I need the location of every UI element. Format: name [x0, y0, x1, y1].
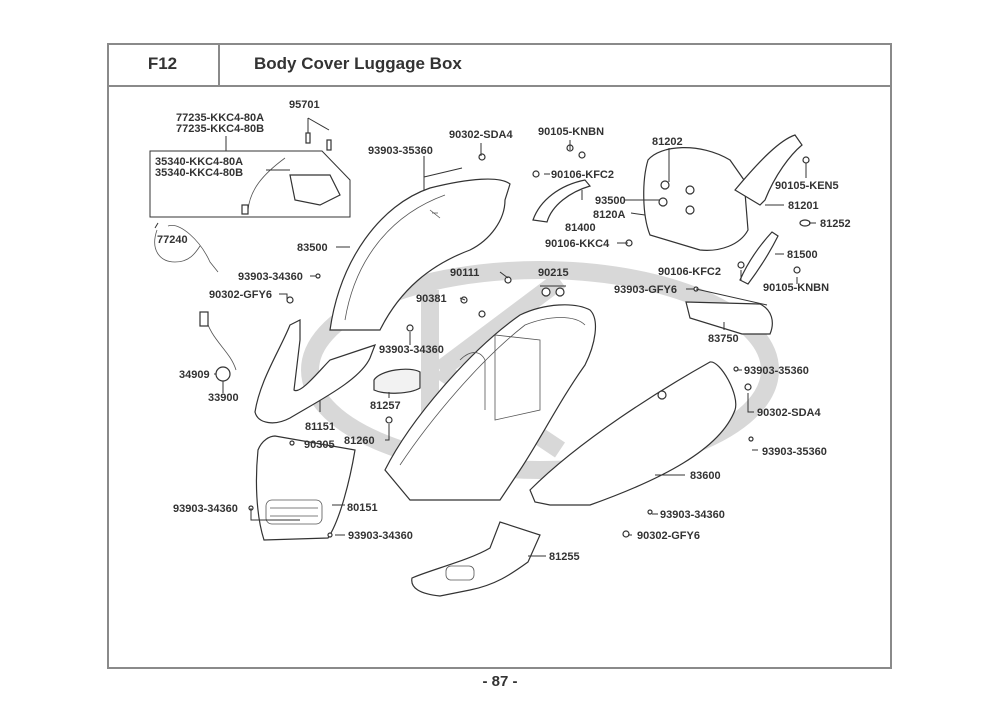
leader-lines: [214, 140, 816, 557]
left-body-cover-83600[interactable]: [529, 361, 737, 506]
label-95701[interactable]: 95701: [289, 99, 320, 111]
title-row: F12 Body Cover Luggage Box: [107, 43, 892, 87]
page-number: - 87 -: [482, 673, 518, 690]
page-title: Body Cover Luggage Box: [254, 54, 462, 73]
label-90305[interactable]: 90305: [304, 439, 335, 451]
bolt-95701[interactable]: [305, 117, 332, 151]
label-81202[interactable]: 81202: [652, 136, 683, 148]
diagram-frame: [107, 43, 892, 669]
label-90106-kfc2-a[interactable]: 90106-KFC2: [551, 169, 614, 181]
center-cover-81151[interactable]: [254, 319, 377, 424]
label-93903-34360-b[interactable]: 93903-34360: [379, 344, 444, 356]
rear-carrier-8120a[interactable]: [643, 147, 749, 251]
label-93903-34360-c[interactable]: 93903-34360: [173, 503, 238, 515]
label-93903-35360-c[interactable]: 93903-35360: [762, 446, 827, 458]
label-80151[interactable]: 80151: [347, 502, 378, 514]
label-77235-80a[interactable]: 77235-KKC4-80A: [176, 112, 264, 124]
label-81257[interactable]: 81257: [370, 400, 401, 412]
section-code: F12: [107, 43, 220, 85]
label-93500[interactable]: 93500: [595, 195, 626, 207]
label-90105-ken5[interactable]: 90105-KEN5: [775, 180, 839, 192]
label-93903-35360-b[interactable]: 93903-35360: [744, 365, 809, 377]
side-molding-83750[interactable]: [685, 301, 773, 335]
grab-rail-81500[interactable]: [739, 231, 779, 285]
label-34909[interactable]: 34909: [179, 369, 210, 381]
label-35340-80a[interactable]: 35340-KKC4-80A: [155, 156, 243, 168]
label-81500[interactable]: 81500: [787, 249, 818, 261]
label-8120a[interactable]: 8120A: [593, 209, 625, 221]
label-81400[interactable]: 81400: [565, 222, 596, 234]
label-83600[interactable]: 83600: [690, 470, 721, 482]
label-93903-34360-a[interactable]: 93903-34360: [238, 271, 303, 283]
label-83500[interactable]: 83500: [297, 242, 328, 254]
label-90106-kkc4[interactable]: 90106-KKC4: [545, 238, 610, 250]
grab-rail-81400[interactable]: [532, 179, 592, 223]
label-81260[interactable]: 81260: [344, 435, 375, 447]
label-90381[interactable]: 90381: [416, 293, 447, 305]
label-81151[interactable]: 81151: [305, 421, 335, 433]
label-81255[interactable]: 81255: [549, 551, 580, 563]
seat-lock-cable-77240[interactable]: [154, 222, 219, 273]
rear-fender-80151[interactable]: [255, 435, 356, 541]
label-93903-35360-a[interactable]: 93903-35360: [368, 145, 433, 157]
luggage-box[interactable]: [384, 304, 597, 501]
label-81252[interactable]: 81252: [820, 218, 851, 230]
label-90111[interactable]: 90111: [450, 267, 479, 279]
label-90215[interactable]: 90215: [538, 267, 569, 279]
label-83750[interactable]: 83750: [708, 333, 739, 345]
label-90106-kfc2-b[interactable]: 90106-KFC2: [658, 266, 721, 278]
label-93903-34360-e[interactable]: 93903-34360: [660, 509, 725, 521]
part-labels: 95701 77235-KKC4-80A 77235-KKC4-80B 3534…: [155, 99, 851, 563]
label-35340-80b[interactable]: 35340-KKC4-80B: [155, 167, 243, 179]
label-90302-sda4-a[interactable]: 90302-SDA4: [449, 129, 513, 141]
label-90302-sda4-b[interactable]: 90302-SDA4: [757, 407, 821, 419]
label-90105-knbn-a[interactable]: 90105-KNBN: [538, 126, 604, 138]
light-lens-81257[interactable]: [373, 368, 421, 394]
label-77240[interactable]: 77240: [157, 234, 188, 246]
label-77235-80b[interactable]: 77235-KKC4-80B: [176, 123, 264, 135]
carrier-bracket-81201[interactable]: [734, 134, 803, 206]
right-body-cover-83500[interactable]: [329, 178, 511, 331]
label-33900[interactable]: 33900: [208, 392, 239, 404]
label-90105-knbn-b[interactable]: 90105-KNBN: [763, 282, 829, 294]
label-81201[interactable]: 81201: [788, 200, 819, 212]
label-93903-gfy6[interactable]: 93903-GFY6: [614, 284, 677, 296]
seat-lock-group[interactable]: [149, 136, 351, 218]
label-90302-gfy6-b[interactable]: 90302-GFY6: [637, 530, 700, 542]
luggage-mat-81255[interactable]: [411, 521, 541, 597]
label-90302-gfy6-a[interactable]: 90302-GFY6: [209, 289, 272, 301]
label-93903-34360-d[interactable]: 93903-34360: [348, 530, 413, 542]
